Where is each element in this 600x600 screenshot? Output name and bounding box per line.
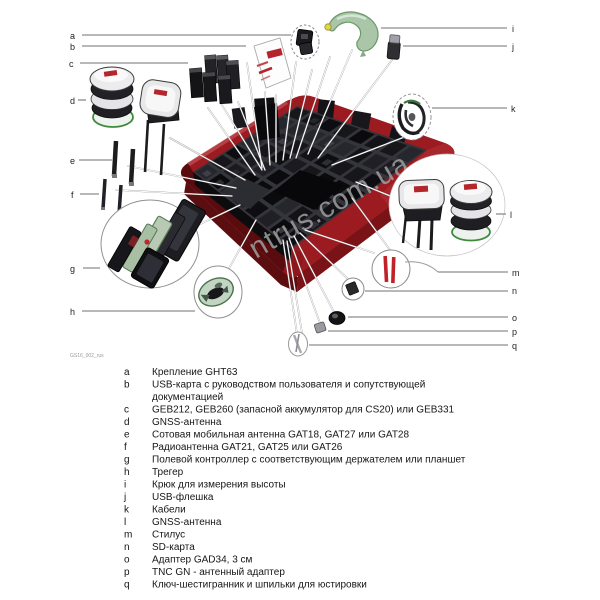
svg-text:GNSS-антенна: GNSS-антенна bbox=[152, 417, 222, 428]
svg-text:k: k bbox=[124, 505, 130, 516]
svg-text:e: e bbox=[70, 156, 75, 166]
svg-text:o: o bbox=[512, 313, 517, 323]
svg-text:p: p bbox=[512, 327, 517, 337]
svg-text:f: f bbox=[71, 190, 74, 200]
svg-text:Адаптер GAD34, 3 см: Адаптер GAD34, 3 см bbox=[152, 555, 253, 566]
svg-text:o: o bbox=[124, 555, 130, 566]
svg-text:k: k bbox=[511, 104, 516, 114]
svg-text:b: b bbox=[70, 42, 75, 52]
svg-text:l: l bbox=[124, 517, 126, 528]
svg-text:e: e bbox=[124, 430, 130, 441]
svg-text:j: j bbox=[123, 492, 126, 503]
svg-text:a: a bbox=[70, 31, 75, 41]
svg-text:h: h bbox=[70, 307, 75, 317]
svg-text:n: n bbox=[512, 286, 517, 296]
svg-text:g: g bbox=[124, 455, 130, 466]
svg-text:USB-флешка: USB-флешка bbox=[152, 491, 214, 503]
svg-text:GS16_002_rus: GS16_002_rus bbox=[70, 353, 104, 359]
svg-text:g: g bbox=[70, 264, 75, 274]
svg-text:SD-карта: SD-карта bbox=[152, 542, 195, 553]
svg-text:c: c bbox=[124, 405, 129, 416]
svg-text:TNC GN - антенный адаптер: TNC GN - антенный адаптер bbox=[152, 567, 285, 578]
svg-text:i: i bbox=[124, 480, 126, 491]
svg-text:n: n bbox=[124, 542, 130, 553]
svg-text:d: d bbox=[124, 417, 130, 428]
svg-text:Сотовая мобильная антенна GAT1: Сотовая мобильная антенна GAT18, GAT27 и… bbox=[152, 429, 409, 441]
svg-text:c: c bbox=[69, 59, 74, 69]
svg-text:j: j bbox=[511, 42, 514, 52]
svg-text:l: l bbox=[510, 210, 512, 220]
svg-text:m: m bbox=[512, 268, 520, 278]
svg-text:USB-карта с руководством польз: USB-карта с руководством пользователя и … bbox=[152, 380, 425, 391]
svg-text:a: a bbox=[124, 367, 130, 378]
svg-text:документацией: документацией bbox=[152, 392, 223, 403]
svg-text:Трегер: Трегер bbox=[152, 467, 184, 478]
svg-text:Кабели: Кабели bbox=[152, 504, 186, 516]
svg-text:GEB212, GEB260 (запасной аккум: GEB212, GEB260 (запасной аккумулятор для… bbox=[152, 405, 455, 416]
svg-text:f: f bbox=[124, 442, 127, 453]
svg-text:GNSS-антенна: GNSS-антенна bbox=[152, 517, 222, 528]
svg-text:Стилус: Стилус bbox=[152, 530, 185, 541]
svg-text:i: i bbox=[512, 24, 514, 34]
svg-text:m: m bbox=[124, 530, 132, 541]
svg-text:q: q bbox=[124, 580, 130, 591]
svg-text:Полевой контроллер с соответст: Полевой контроллер с соответствующим дер… bbox=[152, 455, 466, 466]
svg-text:d: d bbox=[70, 96, 75, 106]
svg-text:Ключ-шестигранник и шпильки дл: Ключ-шестигранник и шпильки для юстировк… bbox=[152, 580, 367, 591]
svg-text:Крепление GHT63: Крепление GHT63 bbox=[152, 367, 238, 378]
svg-text:p: p bbox=[124, 567, 130, 578]
svg-text:q: q bbox=[512, 341, 517, 351]
svg-text:Крюк для измерения высоты: Крюк для измерения высоты bbox=[152, 480, 286, 491]
svg-text:h: h bbox=[124, 467, 130, 478]
svg-text:b: b bbox=[124, 380, 130, 391]
svg-text:Радиоантенна GAT21, GAT25 или: Радиоантенна GAT21, GAT25 или GAT26 bbox=[152, 442, 343, 453]
